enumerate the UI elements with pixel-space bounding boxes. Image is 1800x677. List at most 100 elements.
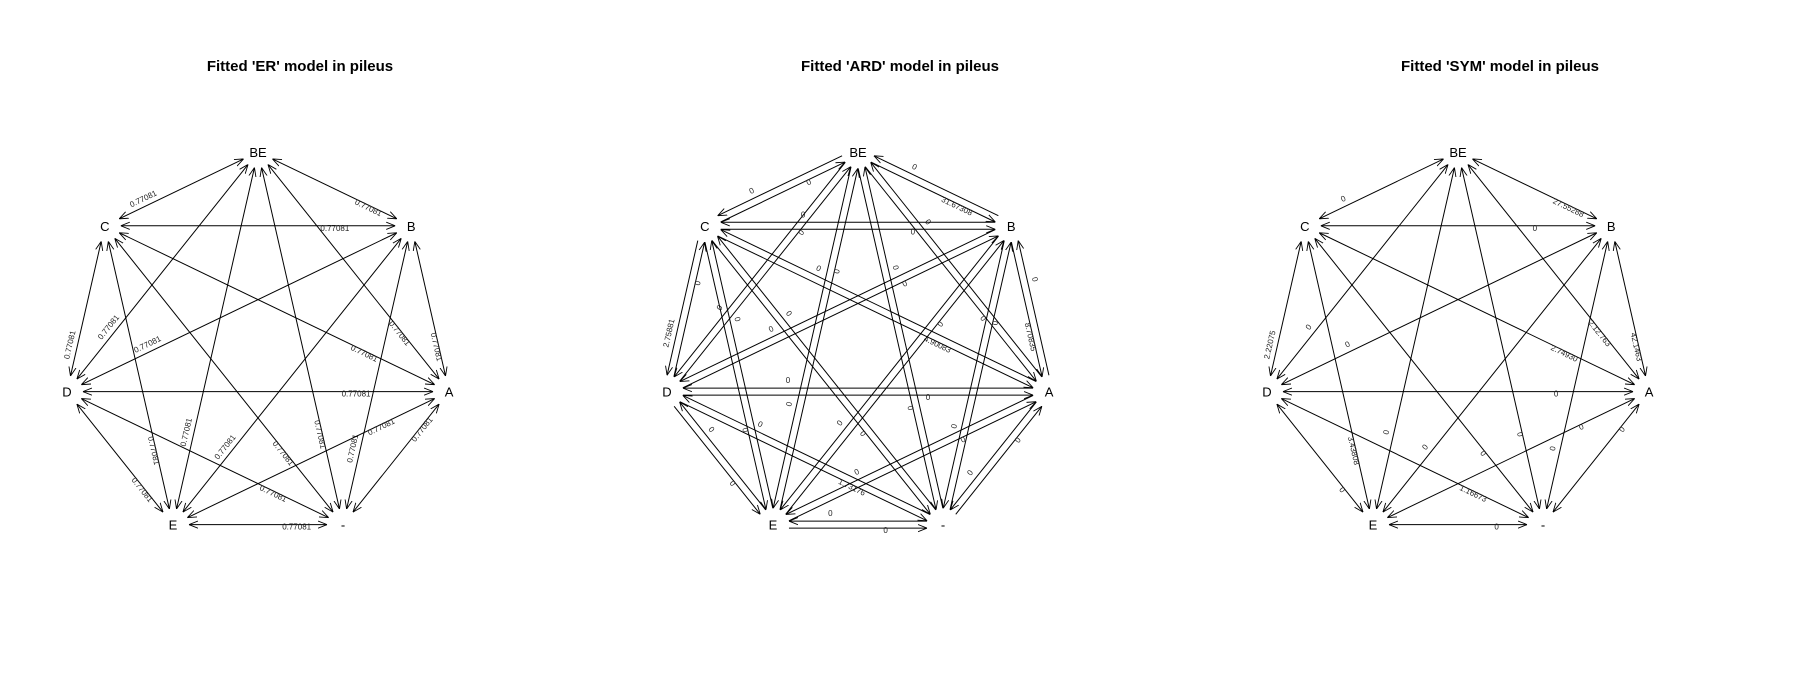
panel-title: Fitted 'SYM' model in pileus [1401, 58, 1599, 75]
edge-B-A [415, 241, 446, 376]
node-label-be: BE [249, 145, 267, 160]
edge-label: 0 [815, 263, 823, 273]
edge-C-E [108, 241, 169, 509]
node-label-d: D [62, 385, 71, 400]
panel-title: Fitted 'ER' model in pileus [206, 58, 394, 75]
edge-BE-E [1377, 168, 1455, 509]
edge-label: 0 [936, 319, 946, 329]
node-bg [932, 514, 955, 534]
edge-BE-- [1462, 168, 1540, 509]
edge-D-- [1281, 399, 1528, 518]
edge-A-- [950, 401, 1037, 510]
edge-label: 0 [990, 319, 1000, 326]
edge-A-B [1018, 241, 1050, 376]
edge-label: 0 [784, 309, 794, 319]
node-bg [1532, 514, 1555, 534]
edge-BE-- [262, 168, 340, 509]
edge-label: 0.77081 [96, 313, 121, 342]
edge-BE-- [857, 168, 936, 509]
edge-label: 2.74930 [1549, 343, 1579, 364]
edge-label: 0 [1030, 276, 1040, 283]
edge-B-BE [874, 156, 999, 217]
edge-label: 8.70835 [1023, 322, 1038, 353]
edge-label: 0 [858, 429, 868, 439]
edge-BE-C [1319, 159, 1443, 219]
edge-label: 0 [805, 177, 813, 187]
edge-E-A [788, 402, 1036, 522]
edge-label: 0.77081 [410, 415, 435, 444]
edge---C [717, 236, 937, 511]
edge-label: 0 [732, 316, 742, 323]
node-label-be: BE [1449, 145, 1467, 160]
edge-D-B [682, 236, 998, 389]
node-label-d: D [662, 385, 671, 400]
node-label-b: B [407, 219, 416, 234]
edge-label: 31.67308 [940, 195, 974, 218]
edge-A-BE [871, 162, 1043, 378]
edge-label: 0 [1548, 445, 1558, 452]
edge-label: 0 [832, 268, 842, 275]
edge-label: 0.77081 [429, 332, 444, 363]
edge-label: 0 [911, 162, 919, 172]
edge-label: 0.77081 [133, 334, 163, 355]
edge-A-E [786, 394, 1034, 514]
edge-B-- [1547, 241, 1608, 509]
node-label-e: E [169, 518, 178, 533]
node-bg [1638, 381, 1661, 401]
edge-C-D [1270, 241, 1301, 376]
node-label-a: A [1045, 385, 1054, 400]
node-label-a: A [445, 385, 454, 400]
edge-label: 0 [905, 405, 915, 412]
edge-label: 0 [1304, 322, 1314, 332]
node-bg [693, 215, 716, 235]
node-bg [761, 514, 784, 534]
edge-label: 0 [706, 425, 716, 435]
edge-label: 0 [784, 400, 794, 407]
edge-label: 0.77081 [349, 343, 379, 364]
edge-BE-B [870, 161, 995, 222]
node-bg [847, 142, 869, 161]
edge-label: 0.77081 [146, 436, 161, 467]
node-bg [247, 142, 269, 161]
node-label-dash: - [341, 518, 345, 533]
node-label-dash: - [1541, 518, 1545, 533]
edge-label: 0.77081 [353, 198, 383, 219]
edge-label: 0 [1339, 194, 1347, 204]
node-label-be: BE [849, 145, 867, 160]
edge-label: 0.77081 [312, 419, 327, 450]
node-label-d: D [1262, 385, 1271, 400]
edge-E-A [1387, 399, 1634, 518]
edge-label: 0 [891, 264, 901, 271]
edge-label: 0 [1420, 442, 1430, 452]
edge---BE [865, 167, 944, 509]
edge-label: 0 [949, 423, 959, 430]
edge-label: 0 [835, 418, 845, 428]
edge-label: 0.77081 [129, 476, 154, 505]
edge-label: 0 [883, 526, 888, 535]
edge-B-A [1010, 242, 1042, 377]
edge-E-B [785, 240, 1004, 515]
edge-B-D [680, 229, 996, 382]
edge-label: 0.77081 [366, 416, 396, 437]
edge-label: 0.77081 [282, 523, 311, 532]
edge-label: 0 [786, 376, 791, 385]
edge-label: 27.55288 [1551, 197, 1585, 220]
edge-label: 0 [796, 228, 806, 238]
node-bg [1447, 142, 1469, 161]
edge-label: 0 [959, 434, 967, 444]
edge-BE-A [864, 166, 1036, 382]
edge-A-C [721, 230, 1037, 382]
edge-label: 1.16673 [1458, 483, 1488, 504]
edge-label: 3.43808 [1346, 436, 1361, 467]
edge-label: 0 [1344, 339, 1352, 349]
edge-label: 0 [901, 278, 909, 288]
edge-label: 0 [828, 509, 833, 518]
edge-label: 0.77081 [320, 224, 349, 233]
node-label-c: C [700, 219, 709, 234]
edge-label: 0 [1013, 435, 1023, 445]
edge-label: 0.77081 [342, 390, 371, 399]
edge-label: 0 [965, 468, 975, 478]
edge-label: 0 [756, 419, 764, 429]
